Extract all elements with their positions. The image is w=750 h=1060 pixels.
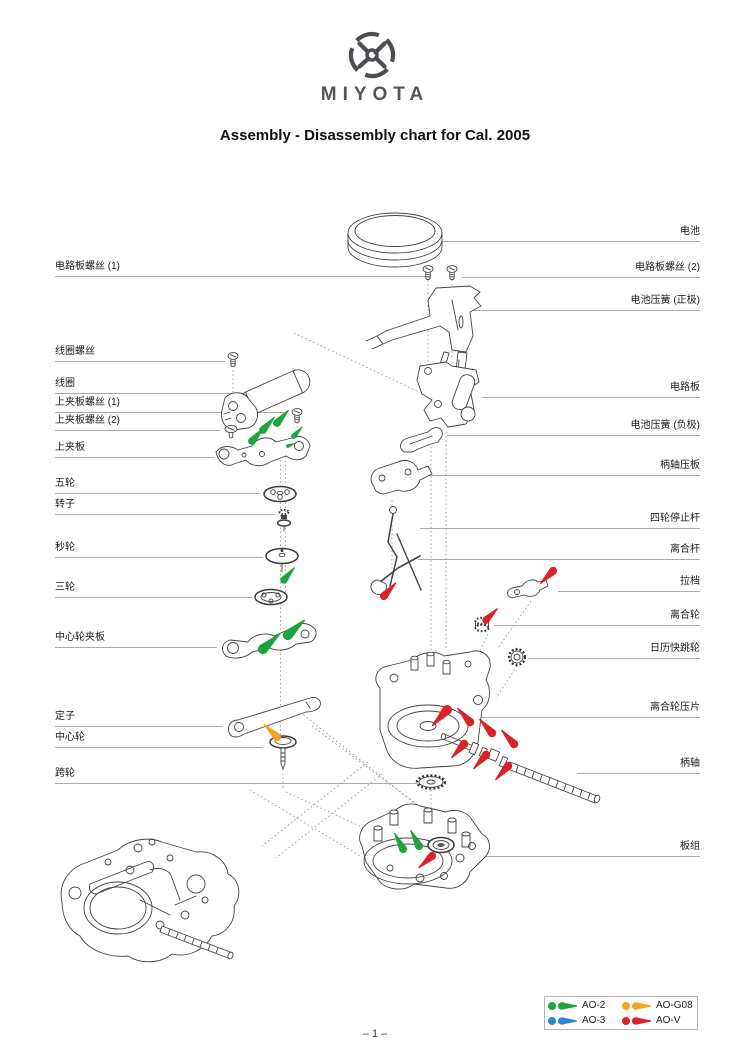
page-title: Assembly - Disassembly chart for Cal. 20… <box>219 127 531 144</box>
label-stator: 定子 <box>55 711 223 727</box>
label-upper-bridge: 上夹板 <box>55 442 215 458</box>
upper-bridge-screw1-drawing <box>291 408 303 424</box>
label-clutch-pressure-piece: 离合轮压片 <box>402 702 700 718</box>
legend-item-ao2: AO-2 <box>547 999 621 1013</box>
center-wheel-drawing <box>269 735 297 770</box>
label-circuit-board-screw-2: 电路板螺丝 (2) <box>462 262 700 278</box>
legend-item-ao3: AO-3 <box>547 1014 621 1028</box>
legend-label-aog08: AO-G08 <box>656 1000 693 1011</box>
oil-legend: AO-2 AO-G08 AO-3 AO-V <box>544 996 698 1030</box>
minute-wheel-drawing <box>415 774 447 790</box>
oil-drop-aog08-icon <box>622 1001 651 1010</box>
label-center-wheel-bridge: 中心轮夹板 <box>55 632 217 648</box>
legend-label-ao2: AO-2 <box>582 1000 606 1011</box>
label-upper-bridge-screw-1: 上夹板螺丝 (1) <box>55 397 287 413</box>
construction-lines <box>232 280 532 859</box>
miyota-logo-icon <box>348 31 396 79</box>
page-number: – 1 – <box>362 1028 388 1040</box>
clutch-pressure-piece-drawing <box>375 650 491 769</box>
label-upper-bridge-screw-2: 上夹板螺丝 (2) <box>55 415 220 431</box>
legend-item-aog08: AO-G08 <box>621 999 695 1013</box>
battery-drawing <box>347 212 443 268</box>
label-date-jumper-wheel: 日历快跳轮 <box>528 643 700 659</box>
label-main-plate: 板组 <box>483 841 700 857</box>
fifth-wheel-drawing <box>263 485 297 503</box>
label-clutch-lever: 离合杆 <box>418 544 700 560</box>
legend-item-aov: AO-V <box>621 1014 695 1028</box>
label-third-wheel: 三轮 <box>55 582 252 598</box>
brand-wordmark: MIYOTA <box>320 84 430 105</box>
label-circuit-board: 电路板 <box>482 382 700 398</box>
oil-drop-ao2-icon <box>548 1001 577 1010</box>
label-clutch-wheel: 离合轮 <box>494 610 700 626</box>
stem-pressure-plate-drawing <box>370 459 433 495</box>
battery-spring-negative-drawing <box>400 427 443 453</box>
coil-screw-drawing <box>227 352 239 368</box>
legend-label-aov: AO-V <box>656 1015 681 1026</box>
label-second-wheel: 秒轮 <box>55 542 263 558</box>
label-stem-pressure-plate: 柄轴压板 <box>428 460 700 476</box>
circuit-board-drawing <box>416 361 480 428</box>
label-battery: 电池 <box>432 226 700 242</box>
label-center-wheel: 中心轮 <box>55 732 263 748</box>
main-plate-drawing <box>359 803 490 890</box>
label-rotor: 转子 <box>55 499 275 515</box>
assembled-movement-drawing <box>60 838 240 963</box>
circuit-board-screws-drawing <box>422 265 458 281</box>
label-stem: 柄轴 <box>577 758 700 774</box>
label-fifth-wheel: 五轮 <box>55 478 260 494</box>
second-wheel-drawing <box>265 547 299 573</box>
label-coil-screw: 线圈螺丝 <box>55 346 225 362</box>
third-wheel-drawing <box>254 588 288 606</box>
label-battery-spring-positive: 电池压簧 (正极) <box>458 295 700 311</box>
label-coil: 线圈 <box>55 378 250 394</box>
clutch-lever-drawing <box>370 533 422 595</box>
setting-lever-drawing <box>507 579 549 599</box>
legend-label-ao3: AO-3 <box>582 1015 606 1026</box>
label-minute-wheel: 跨轮 <box>55 768 423 784</box>
label-circuit-board-screw-1: 电路板螺丝 (1) <box>55 261 428 277</box>
oil-drop-aov-icon <box>622 1016 651 1025</box>
label-setting-lever: 拉档 <box>558 576 700 592</box>
upper-bridge-screw2-drawing <box>224 424 238 439</box>
label-fourth-wheel-stop-lever: 四轮停止杆 <box>420 513 700 529</box>
oil-drop-ao3-icon <box>548 1016 577 1025</box>
rotor-drawing <box>276 508 292 532</box>
date-jumper-wheel-drawing <box>507 647 527 667</box>
upper-bridge-drawing <box>215 435 311 467</box>
label-battery-spring-negative: 电池压簧 (负极) <box>447 420 700 436</box>
coil-drawing <box>221 369 311 431</box>
stator-drawing <box>227 697 321 738</box>
